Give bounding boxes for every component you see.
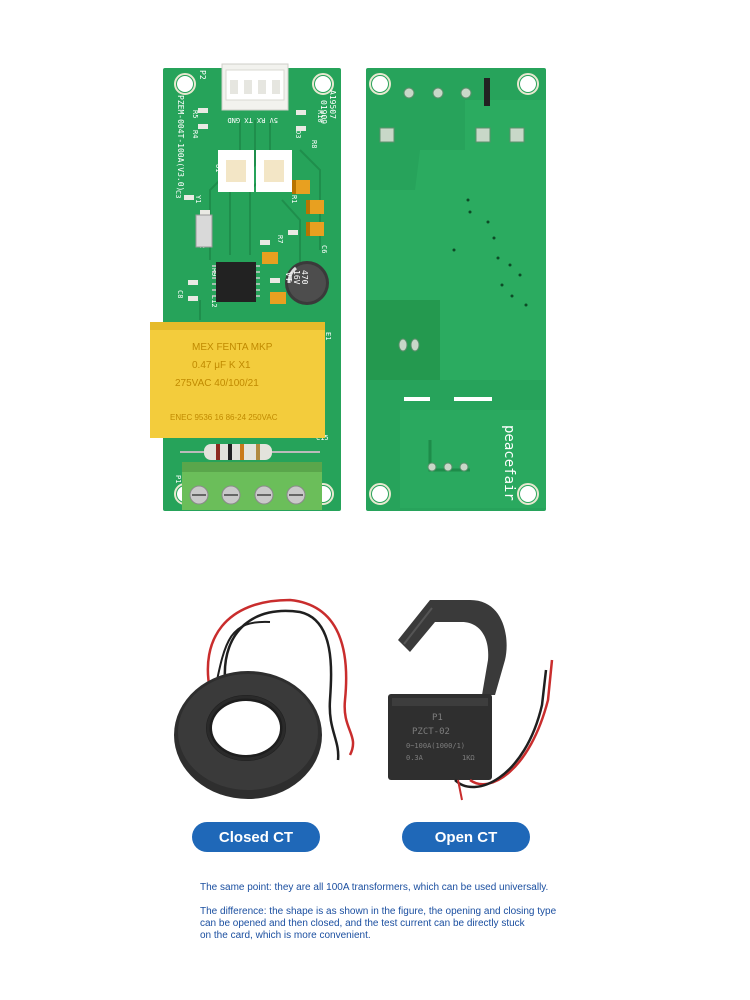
closed-ct-label: Closed CT bbox=[192, 822, 320, 852]
silk-ref: P1 bbox=[174, 475, 182, 483]
silk-ref: R1 bbox=[290, 195, 298, 203]
open-ct-label: Open CT bbox=[402, 822, 530, 852]
open-ct: P1 PZCT-02 0~100A(1000/1) 0.3A 1KΩ bbox=[388, 600, 554, 801]
silk-ref: C12 bbox=[210, 295, 218, 308]
silkscreen-board-code-b: 01909 bbox=[319, 100, 328, 124]
silkscreen-refs: R5 R4 R8 R9 R10 D3 C3 U1 Y1 R2 R1 C6 R7 … bbox=[174, 110, 332, 483]
electrolytic-label: 470 bbox=[300, 270, 309, 285]
capacitor-text: MEX FENTA MKP bbox=[192, 342, 273, 353]
silk-ref: C8 bbox=[176, 290, 184, 298]
silk-ref: R4 bbox=[191, 130, 199, 138]
x1-capacitor: MEX FENTA MKP 0.47 μF K X1 275VAC 40/100… bbox=[150, 322, 325, 438]
difference-line: can be opened and then closed, and the t… bbox=[200, 918, 525, 929]
ct-label-text: PZCT-02 bbox=[412, 727, 450, 737]
tantalum-capacitor bbox=[262, 180, 324, 304]
same-point-note: The same point: they are all 100A transf… bbox=[200, 882, 548, 894]
electrolytic-label: VT bbox=[284, 272, 293, 282]
capacitor-text: ENEC 9536 16 86-24 250VAC bbox=[170, 413, 278, 422]
peacefair-logo: peacefair bbox=[501, 425, 517, 501]
same-point-text: The same point: they are all 100A transf… bbox=[200, 882, 549, 893]
silkscreen-model: PZEM-004T-100A(V3.0) bbox=[176, 95, 185, 191]
ic-chip bbox=[212, 262, 260, 302]
pcb-back: peacefair bbox=[366, 68, 546, 511]
closed-ct-label-text: Closed CT bbox=[218, 828, 294, 846]
silkscreen-pin-labels: 5V RX TX GND bbox=[227, 116, 278, 124]
connector-header bbox=[221, 63, 289, 111]
terminal-block bbox=[182, 462, 322, 510]
silk-ref: E1 bbox=[324, 332, 332, 340]
silkscreen-connector-label: P2 bbox=[198, 70, 207, 80]
difference-line: on the card, which is more convenient. bbox=[200, 930, 371, 941]
crystal bbox=[195, 214, 213, 248]
silk-ref: R10 bbox=[316, 110, 324, 123]
silk-ref: D3 bbox=[294, 130, 302, 138]
silk-ref: R5 bbox=[191, 110, 199, 118]
open-ct-label-text: Open CT bbox=[434, 828, 498, 846]
ct-label-text: 0~100A(1000/1) bbox=[406, 742, 465, 750]
closed-ct bbox=[174, 598, 355, 799]
resistor bbox=[180, 444, 320, 460]
silkscreen-board-code-a: A19507 bbox=[328, 90, 337, 119]
pcb-front: PZEM-004T-100A(V3.0) A19507 01909 P2 5V … bbox=[150, 63, 341, 511]
silk-ref: R7 bbox=[276, 235, 284, 243]
mounting-hole-icon bbox=[369, 73, 539, 505]
ct-label-text: 0.3A bbox=[406, 754, 424, 762]
capacitor-text: 0.47 μF K X1 bbox=[192, 360, 251, 371]
ct-label-text: P1 bbox=[432, 713, 443, 723]
electrolytic-capacitor: 470 16V VT bbox=[284, 261, 329, 305]
silk-ref: R8 bbox=[310, 140, 318, 148]
electrolytic-label: 16V bbox=[292, 270, 301, 285]
difference-note: The difference: the shape is as shown in… bbox=[200, 906, 556, 942]
ct-label-text: 1KΩ bbox=[462, 754, 475, 762]
silk-ref: C6 bbox=[320, 245, 328, 253]
optocoupler bbox=[218, 150, 292, 192]
difference-line: The difference: the shape is as shown in… bbox=[200, 906, 557, 917]
silk-ref: C3 bbox=[174, 190, 182, 198]
silk-ref: Y1 bbox=[194, 195, 202, 203]
capacitor-text: 275VAC 40/100/21 bbox=[175, 378, 259, 389]
